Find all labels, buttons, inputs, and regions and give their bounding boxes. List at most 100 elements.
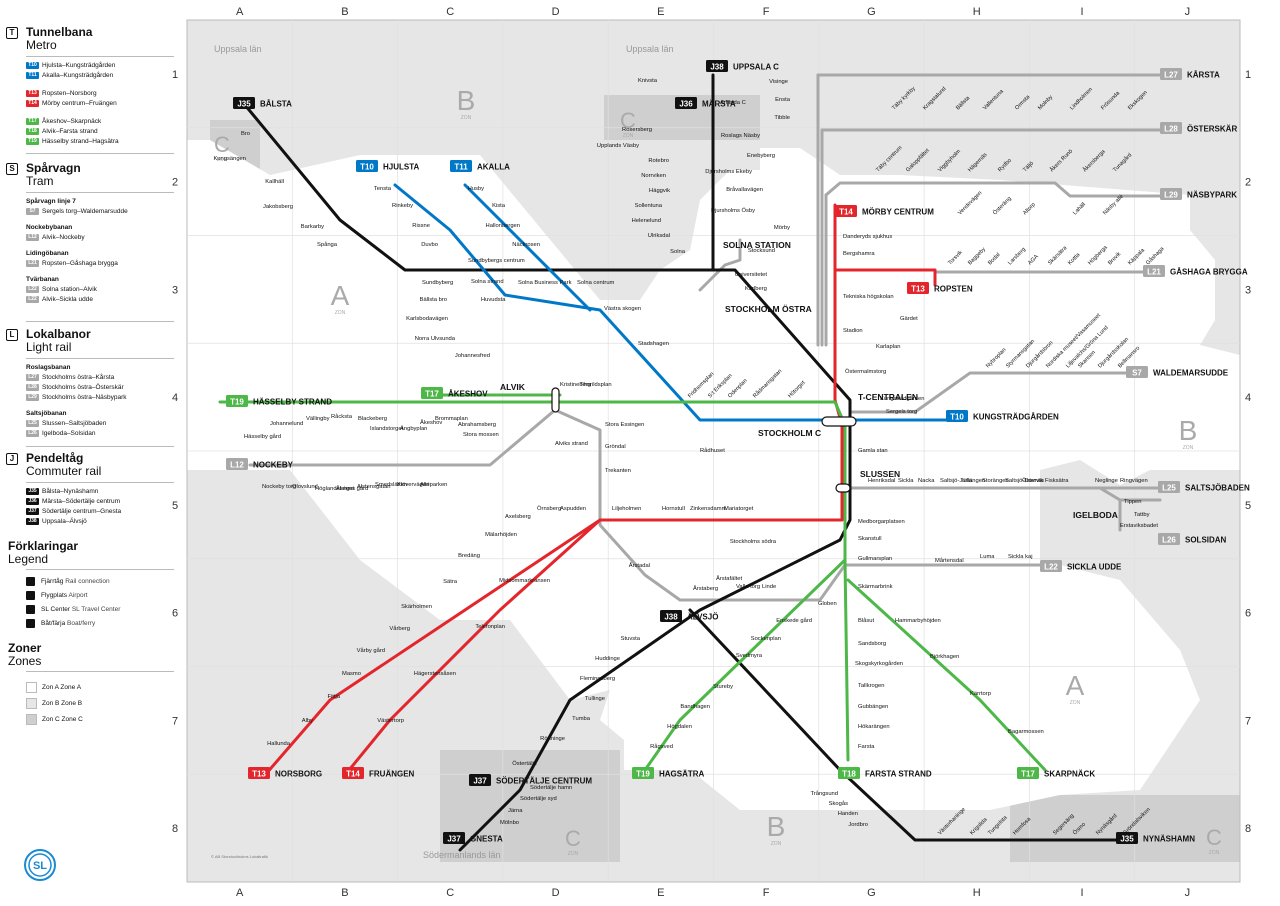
station-label: Arlanda C xyxy=(720,100,746,106)
terminal-name: GNESTA xyxy=(470,835,503,844)
line-l12 xyxy=(248,408,557,467)
grid-row-label: 1 xyxy=(1245,69,1251,81)
legend-row: Båt/färja Boat/ferry xyxy=(26,619,95,628)
grid-row-label: 5 xyxy=(172,500,178,512)
station-label: Abrahamsberg xyxy=(458,422,496,428)
station-label: Nacka xyxy=(918,478,935,484)
station-label: Helenelund xyxy=(632,218,661,224)
terminal-name: AKALLA xyxy=(477,163,510,172)
terminal-badge-text: L22 xyxy=(1044,563,1058,572)
grid-col-label: A xyxy=(236,6,244,18)
light-rail-icon: L xyxy=(6,329,18,341)
station-label: Farsta xyxy=(858,744,875,750)
terminal-badge-text: L25 xyxy=(1162,484,1176,493)
station-label: Storängen xyxy=(982,478,1009,484)
terminal-badge-text: L27 xyxy=(1164,71,1178,80)
terminal-name: SÖDERTÄLJE CENTRUM xyxy=(496,777,592,786)
station-label: Gullmarsplan xyxy=(858,556,892,562)
terminal-badge xyxy=(450,160,472,172)
station-label: Bandhagen xyxy=(680,704,710,710)
station-label: Västertorp xyxy=(377,718,404,724)
station-label: Björkhagen xyxy=(930,654,959,660)
hub-label: STOCKHOLM ÖSTRA xyxy=(725,304,812,314)
grid-col-label: J xyxy=(1185,887,1191,899)
station-label: Vårberg xyxy=(389,625,410,632)
station-label: Kristineberg xyxy=(560,382,591,388)
legend-row: Zon C Zone C xyxy=(26,714,83,725)
station-label: Bro xyxy=(241,131,250,137)
terminal-name: MÄRSTA xyxy=(702,100,736,109)
station-label: Barkarby xyxy=(301,224,324,230)
terminal-badge xyxy=(421,387,443,399)
station-label: Kärrtorp xyxy=(970,691,991,697)
grid-col-label: B xyxy=(341,887,348,899)
station-label: Smedslätten xyxy=(375,482,407,488)
terminal-badge-text: T14 xyxy=(839,208,853,217)
terminal-badge-text: T17 xyxy=(425,390,439,399)
terminal-name: GÅSHAGA BRYGGA xyxy=(1170,268,1248,277)
station-label: Sätra xyxy=(443,579,458,585)
station-label: Thorildsplan xyxy=(580,382,612,388)
station-label: Vårby gård xyxy=(357,647,385,654)
terminal-badge xyxy=(838,767,860,779)
station-label: Rissne xyxy=(412,223,430,229)
station-label: Flemingsberg xyxy=(580,676,615,682)
station-label: Högdalen xyxy=(667,724,692,730)
hub-interchange xyxy=(821,416,857,427)
region-label: Uppsala län xyxy=(626,44,674,54)
station-label: Klövervägen xyxy=(397,482,429,488)
station-label: Neglinge xyxy=(1095,478,1118,484)
station-label: Norra Ulvsunda xyxy=(415,336,456,342)
station-label: Trekanten xyxy=(605,468,631,474)
zone-letter: B xyxy=(767,811,786,842)
terminal-badge xyxy=(1158,481,1180,493)
zone-word: ZON xyxy=(771,841,782,847)
terminal-name: KUNGSTRÄDGÅRDEN xyxy=(973,413,1059,422)
legend-section-subtitle: Zones xyxy=(8,654,42,668)
station-label: Telefonplan xyxy=(475,624,505,630)
sl-logo: SL xyxy=(24,849,56,881)
region-label: Södermanlands län xyxy=(423,850,501,860)
station-label: Västra skogen xyxy=(604,306,641,312)
terminal-name: SOLSIDAN xyxy=(1185,536,1227,545)
legend-section-title: Tunnelbana xyxy=(26,25,93,39)
station-label: Erstaviksbadet xyxy=(1120,523,1158,529)
hub-label: STOCKHOLM C xyxy=(758,428,821,438)
transit-lines xyxy=(218,73,1162,852)
station-label: Solna xyxy=(670,249,686,255)
station-label: Nockeby torg xyxy=(262,484,296,490)
terminal-name: SICKLA UDDE xyxy=(1067,563,1122,572)
station-label: Huvudsta xyxy=(481,297,506,303)
line-t17-south xyxy=(846,578,1047,772)
grid-col-label: E xyxy=(657,887,664,899)
legend-section-subtitle: Legend xyxy=(8,552,49,566)
line-j35-j36 xyxy=(243,103,852,852)
terminal-name: ÄLVSJÖ xyxy=(687,613,718,622)
station-label: Årstaberg xyxy=(693,585,718,592)
grid-col-label: H xyxy=(973,6,981,18)
zone-word: ZON xyxy=(568,851,579,857)
grid-row-label: 3 xyxy=(172,284,178,296)
station-label: Skogskyrkogården xyxy=(855,660,903,667)
sl-logo-text: SL xyxy=(33,860,47,872)
grid-row-label: 8 xyxy=(1245,823,1251,835)
terminal-badge-text: J38 xyxy=(664,613,678,622)
terminal-badge-text: J37 xyxy=(473,777,487,786)
station-label: Ulriksdal xyxy=(648,233,670,239)
terminal-badge-text: T18 xyxy=(842,770,856,779)
station-label: Rinkeby xyxy=(392,203,413,209)
station-label: Stockholms södra xyxy=(730,539,777,545)
terminal-badge-text: J38 xyxy=(710,63,724,72)
station-label: Häggvik xyxy=(649,188,670,194)
